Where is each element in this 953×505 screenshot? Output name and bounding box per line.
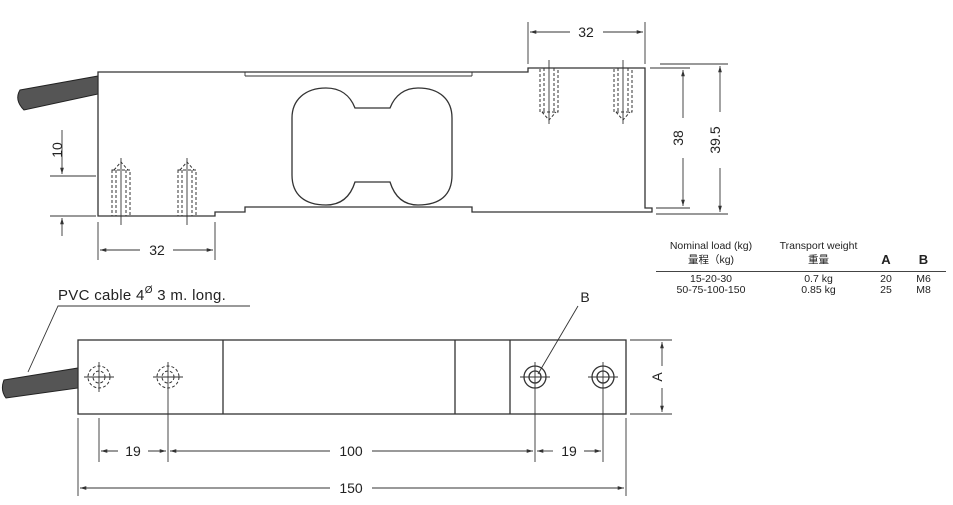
dim-top-32: 32 (578, 24, 594, 40)
cell-weight: 0.85 kg (801, 284, 836, 296)
cable-note: PVC cable 4Ø 3 m. long. (58, 285, 226, 304)
binocular-cutout (291, 87, 453, 206)
top-hole-left-1 (84, 362, 114, 392)
cell-a: 25 (880, 284, 892, 296)
header-transport-weight: Transport weight 重量 (779, 240, 858, 266)
cell-b: M6 (916, 273, 931, 285)
header-a: A (881, 252, 891, 267)
dim-width-a: A (649, 372, 665, 382)
header-b: B (918, 252, 929, 267)
dim-100: 100 (339, 443, 363, 459)
dim-bottom-32: 32 (149, 242, 165, 258)
side-body-outline (97, 67, 653, 217)
top-cable (1, 367, 79, 399)
top-hole-right-1 (520, 362, 550, 392)
top-hole-right-2 (588, 362, 618, 392)
table-row: 50-75-100-150 0.85 kg 25 M8 (656, 285, 946, 296)
top-view: PVC cable 4Ø 3 m. long. (1, 285, 672, 496)
cable-note-leader (27, 305, 250, 373)
side-cable (17, 75, 99, 111)
cell-weight: 0.7 kg (804, 273, 833, 285)
dim-left-10: 10 (49, 142, 65, 158)
dim-height-39-5: 39.5 (707, 126, 723, 153)
header-nominal-load: Nominal load (kg) 量程（kg) (669, 240, 753, 266)
spec-table-header: Nominal load (kg) 量程（kg) Transport weigh… (656, 240, 946, 272)
side-top-screw-1 (539, 60, 559, 124)
dim-height-38: 38 (670, 130, 686, 146)
dim-19-right: 19 (561, 443, 577, 459)
top-body (77, 339, 627, 415)
dim-19-left: 19 (125, 443, 141, 459)
cell-load: 50-75-100-150 (676, 284, 746, 296)
cell-load: 15-20-30 (689, 273, 733, 285)
side-bottom-screw-1 (111, 158, 131, 225)
cell-b: M8 (916, 284, 931, 296)
side-top-screw-2 (613, 60, 633, 124)
label-b: B (580, 289, 589, 305)
table-row: 15-20-30 0.7 kg 20 M6 (656, 274, 946, 285)
cell-a: 20 (880, 273, 892, 285)
spec-table: Nominal load (kg) 量程（kg) Transport weigh… (656, 240, 946, 296)
top-hole-left-2 (153, 362, 183, 392)
side-bottom-screw-2 (177, 158, 197, 225)
side-view: 32 38 39.5 10 32 (17, 22, 728, 260)
dim-150: 150 (339, 480, 363, 496)
